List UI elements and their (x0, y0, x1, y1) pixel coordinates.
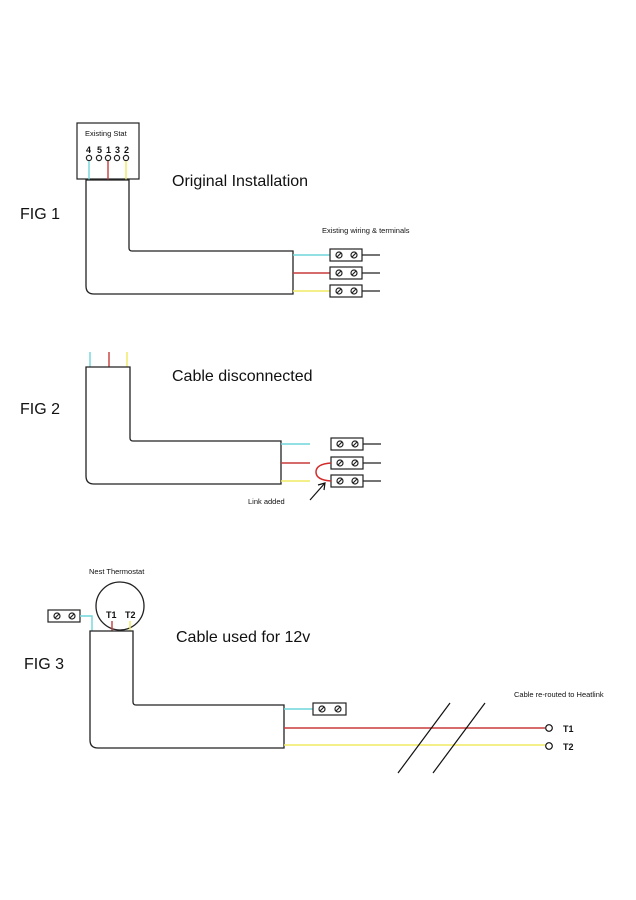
terminal-circle (104, 154, 112, 162)
end-terminal-t2: T2 (563, 742, 574, 752)
existing-stat-label: Existing Stat (85, 129, 128, 138)
cable-outline (85, 366, 282, 485)
terminal-circle (113, 154, 121, 162)
terminal-block (47, 609, 81, 623)
fig3-title: Cable used for 12v (176, 629, 310, 646)
link-wire (315, 462, 332, 482)
terminal-number: 5 (97, 145, 102, 155)
terminal-block (330, 474, 381, 488)
terminal-number: 2 (124, 145, 129, 155)
cable-outline (85, 179, 294, 295)
terminal-circle (95, 154, 103, 162)
link-caption: Link added (248, 497, 285, 506)
terminal-block (330, 456, 381, 470)
terminals-caption: Existing wiring & terminals (322, 226, 410, 235)
fig3: FIG 3 Cable used for 12v Nest Thermostat… (24, 567, 604, 774)
end-terminal-t1: T1 (563, 724, 574, 734)
fig2-label: FIG 2 (20, 401, 60, 418)
thermostat-label: Nest Thermostat (89, 567, 145, 576)
break-mark (397, 702, 451, 774)
terminal-circle (122, 154, 130, 162)
cyan-wire (80, 615, 93, 631)
end-terminal-circle (545, 724, 553, 732)
terminal-block (329, 266, 380, 280)
terminal-circle (85, 154, 93, 162)
end-terminal-circle (545, 742, 553, 750)
fig2: FIG 2 Cable disconnected Link ad (20, 352, 381, 506)
thermostat-terminal-t1: T1 (106, 610, 117, 620)
fig1: FIG 1 Original Installation Existing Sta… (20, 122, 410, 298)
terminal-block (329, 248, 380, 262)
terminal-number: 4 (86, 145, 91, 155)
terminal-block (329, 284, 380, 298)
terminal-number: 3 (115, 145, 120, 155)
stat-terminal-numbers: 4 5 1 3 2 (86, 145, 129, 155)
fig3-label: FIG 3 (24, 656, 64, 673)
terminal-block (330, 437, 381, 451)
terminal-block (312, 702, 347, 716)
thermostat-terminal-t2: T2 (125, 610, 136, 620)
break-mark (432, 702, 486, 774)
fig1-label: FIG 1 (20, 206, 60, 223)
nest-thermostat-circle (95, 581, 145, 631)
stat-terminals (85, 154, 130, 162)
arrow-icon (309, 482, 326, 501)
fig2-title: Cable disconnected (172, 368, 313, 385)
terminal-number: 1 (106, 145, 111, 155)
fig1-title: Original Installation (172, 173, 308, 190)
cable-outline (89, 630, 285, 749)
reroute-caption: Cable re-routed to Heatlink (514, 690, 604, 699)
